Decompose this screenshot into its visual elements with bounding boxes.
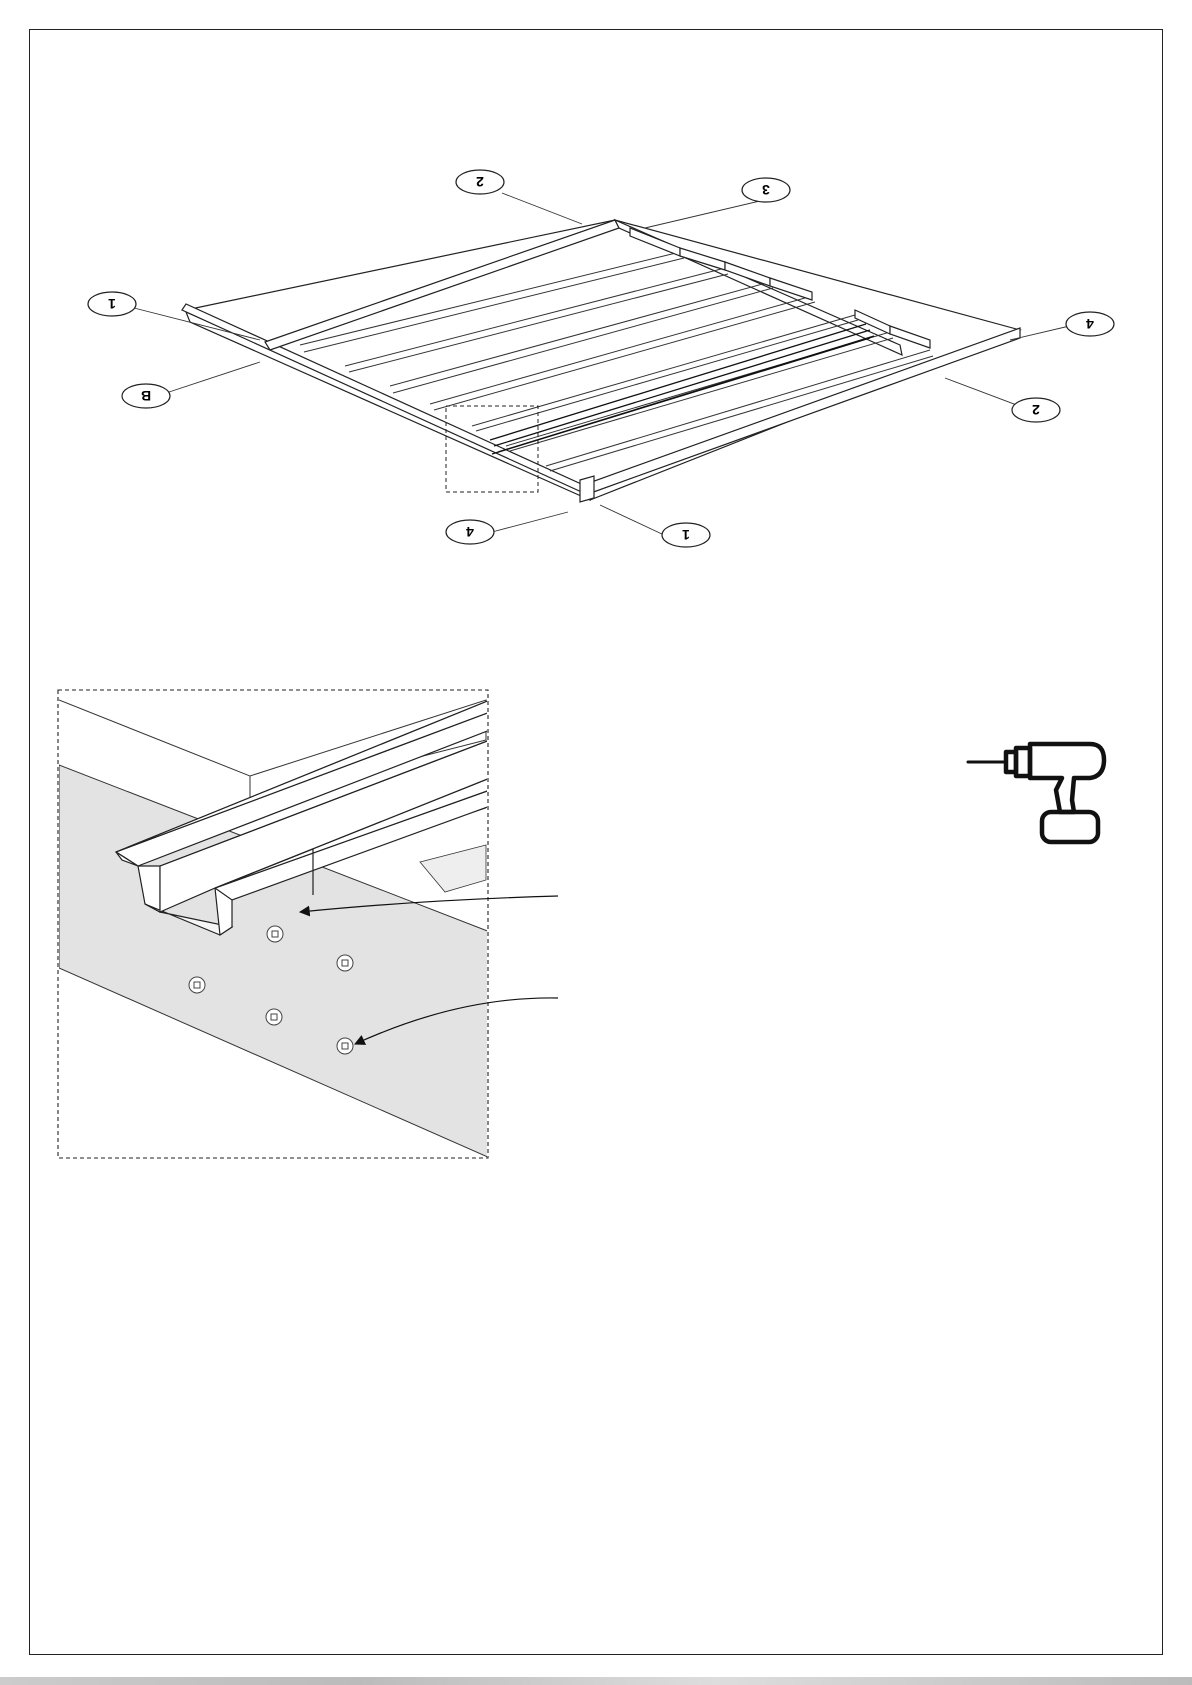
callout-3-top: 3: [742, 178, 790, 202]
callout-label: 2: [1032, 402, 1040, 418]
floor-frame-overview: [182, 220, 1020, 502]
callout-1-bottom: 1: [662, 523, 710, 547]
screw-icon: [189, 977, 205, 993]
callout-2-right: 2: [1012, 398, 1060, 422]
callout-b-left: B: [122, 384, 170, 408]
callout-4-bottom: 4: [446, 520, 494, 544]
callout-1-left: 1: [88, 292, 136, 316]
callout-4-right: 4: [1066, 312, 1114, 336]
screw-icon: [267, 926, 283, 942]
cordless-drill-icon: [968, 744, 1104, 842]
callout-label: 1: [682, 527, 690, 543]
floor-deck-outline: [186, 220, 1020, 500]
callout-label: 3: [762, 182, 770, 198]
callout-label: 1: [108, 296, 116, 312]
callout-label: B: [141, 388, 151, 404]
callout-label: 2: [476, 174, 484, 190]
callout-label: 4: [1086, 316, 1094, 332]
screw-icon: [337, 1038, 353, 1054]
callout-label: 4: [466, 524, 474, 540]
detail-view: [58, 690, 558, 1158]
front-beam-end: [580, 476, 594, 502]
screw-icon: [337, 955, 353, 971]
callout-2-top: 2: [456, 170, 504, 194]
bottom-edge-strip: [0, 1677, 1192, 1685]
screw-icon: [266, 1009, 282, 1025]
